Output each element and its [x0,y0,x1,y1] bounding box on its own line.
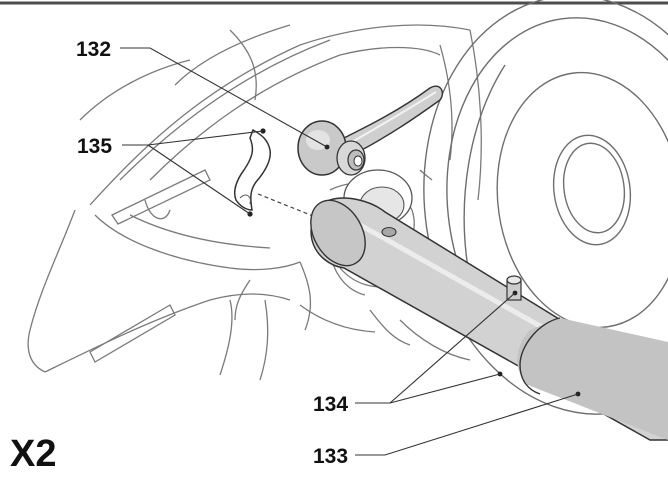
callout-132: 132 [76,38,111,61]
callout-134: 134 [313,393,348,416]
retaining-clip [233,128,271,217]
tube-hole [381,226,397,238]
handle-tube [310,197,668,441]
callout-135: 135 [77,135,112,158]
clamping-lever [297,85,444,176]
machine-housing-outline [27,24,482,381]
clip-alignment-line [257,193,319,219]
tube-end-face [310,199,366,267]
figure-label: X2 [10,433,57,475]
callout-133: 133 [313,445,348,468]
leader-lines [120,47,579,456]
